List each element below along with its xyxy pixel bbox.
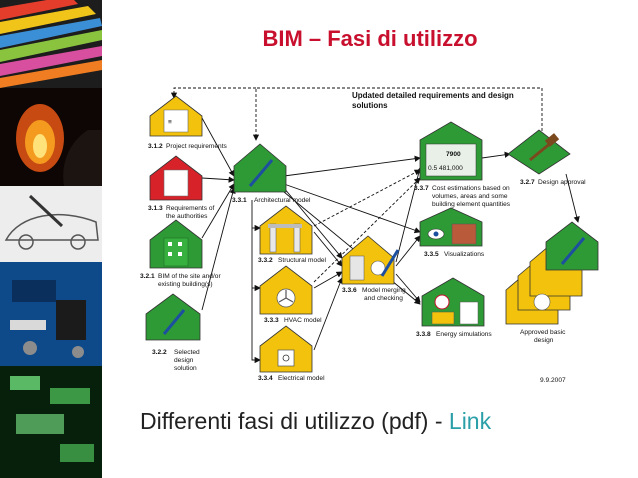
structural-model-label: Structural model [278, 257, 327, 264]
architectural-model-label: Architectural model [254, 197, 311, 204]
energy-simulations-label: Energy simulations [436, 331, 492, 338]
bim-site-house [149, 219, 203, 269]
energy-simulations-num: 3.3.8 [416, 331, 431, 338]
hvac-model-num: 3.3.3 [264, 317, 279, 324]
architectural-model-house [233, 143, 287, 193]
slide-title: BIM – Fasi di utilizzo [262, 26, 478, 51]
approved-design-houses [505, 221, 599, 325]
authority-requirements-line2: the authorities [166, 213, 208, 220]
architectural-model-num: 3.3.1 [232, 197, 247, 204]
structural-model-num: 3.3.2 [258, 257, 273, 264]
fire-image [0, 88, 102, 186]
selected-design-line3: solution [174, 365, 197, 372]
slide-caption: Differenti fasi di utilizzo (pdf) - Link [140, 408, 491, 435]
selected-design-line1: Selected [174, 349, 200, 356]
cost-screen-number-1: 7900 [446, 151, 461, 158]
bim-site-line2: existing building(s) [158, 281, 213, 288]
electrical-model-house [259, 325, 313, 373]
project-requirements-num: 3.1.2 [148, 143, 163, 150]
project-requirements-label: Project requirements [166, 143, 228, 150]
visualizations-num: 3.3.5 [424, 251, 439, 258]
electrical-model-num: 3.3.4 [258, 375, 273, 382]
authority-requirements-num: 3.1.3 [148, 205, 163, 212]
cost-estimations-house: 7900 0.5 481,000 [419, 121, 483, 181]
pencils-image [0, 0, 102, 88]
hvac-model-label: HVAC model [284, 317, 322, 324]
svg-text:≡: ≡ [168, 119, 172, 126]
visualizations-label: Visualizations [444, 251, 485, 258]
feedback-label-line1: Updated detailed requirements and design [352, 91, 514, 100]
approved-design-line2: design [534, 337, 554, 344]
bim-process-diagram: Updated detailed requirements and design… [140, 87, 599, 384]
selected-design-num: 3.2.2 [152, 349, 167, 356]
model-merging-house [341, 235, 400, 285]
decorative-photo-strip [0, 0, 102, 478]
design-approval-label: Design approval [538, 179, 586, 186]
visualizations-house [419, 207, 483, 247]
flow-arrows [201, 117, 580, 364]
project-requirements-house: ≡ [149, 95, 203, 137]
cost-estimations-line2: volumes, areas and some [432, 193, 508, 200]
feedback-loop-arrow [170, 87, 543, 156]
selected-design-line2: design [174, 357, 194, 364]
hvac-model-house [259, 265, 313, 315]
energy-simulations-house [421, 277, 485, 327]
model-merging-line2: and checking [364, 295, 403, 302]
diagram-date: 9.9.2007 [540, 377, 566, 384]
model-merging-num: 3.3.6 [342, 287, 357, 294]
green-screen-image [0, 366, 102, 478]
design-approval-num: 3.2.7 [520, 179, 535, 186]
cost-estimations-line3: building element quantities [432, 201, 511, 208]
cost-estimations-line1: Cost estimations based on [432, 185, 510, 192]
feedback-label-line2: solutions [352, 101, 388, 110]
caption-text: Differenti fasi di utilizzo (pdf) - [140, 408, 449, 434]
electrical-model-label: Electrical model [278, 375, 325, 382]
design-approval-house [507, 129, 571, 175]
caption-link[interactable]: Link [448, 408, 492, 434]
cost-screen-number-2: 0.5 481,000 [428, 165, 463, 172]
model-merging-line1: Model merging [362, 287, 406, 294]
bim-site-line1: BIM of the site and/or [158, 273, 221, 280]
structural-model-house [259, 205, 313, 255]
cost-estimations-num: 3.3.7 [414, 185, 429, 192]
authority-requirements-house [149, 155, 203, 201]
bim-site-num: 3.2.1 [140, 273, 155, 280]
approved-design-line1: Approved basic [520, 329, 566, 336]
authority-requirements-line1: Requirements of [166, 205, 215, 212]
car-sketch-image [0, 186, 102, 262]
selected-design-house [145, 293, 201, 341]
circuit-board-image [0, 262, 102, 366]
